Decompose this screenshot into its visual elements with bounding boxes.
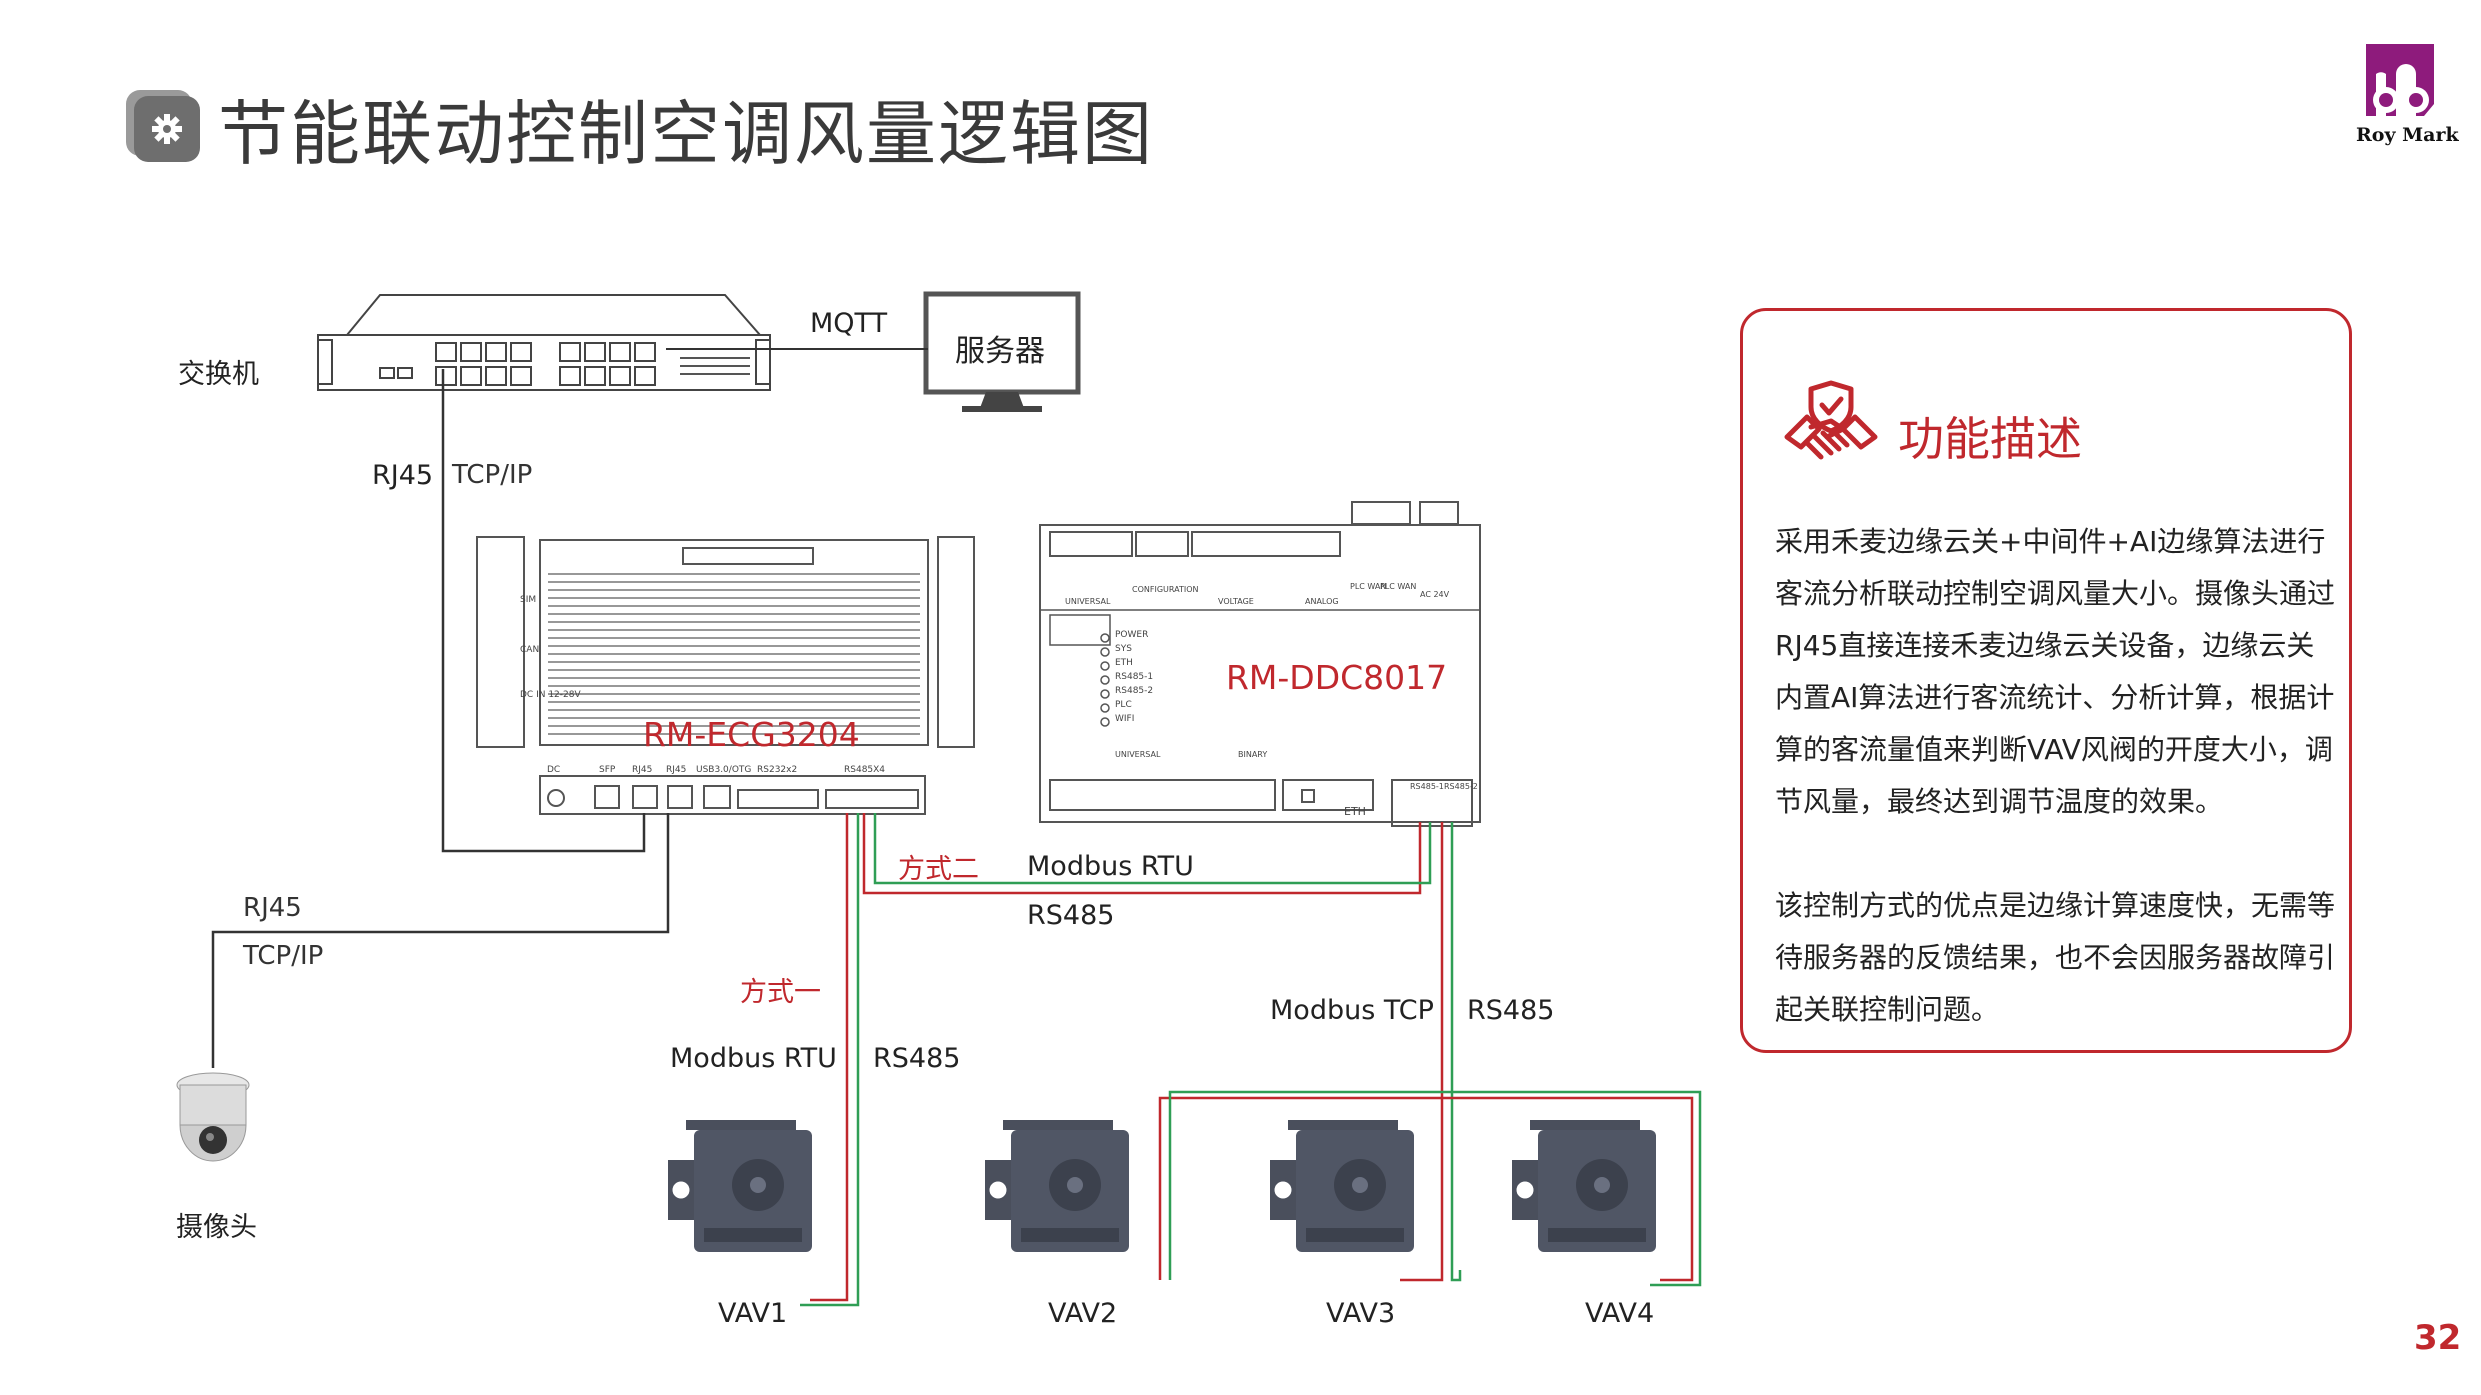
page-number: 32: [2414, 1318, 2462, 1358]
rj45-left-label: RJ45: [243, 893, 302, 923]
tcpip-left-label: TCP/IP: [243, 941, 324, 971]
ddc-section-label: ANALOG: [1305, 597, 1339, 606]
mode-two-label: 方式二: [898, 854, 979, 885]
ddc-port-label: RS485-2: [1444, 782, 1478, 791]
panel-paragraph: 采用禾麦边缘云关+中间件+AI边缘算法进行客流分析联动控制空调风量大小。摄像头通…: [1775, 525, 2336, 818]
rs485-right-label: RS485: [1467, 995, 1555, 1026]
panel-body: 采用禾麦边缘云关+中间件+AI边缘算法进行客流分析联动控制空调风量大小。摄像头通…: [1775, 516, 2335, 1088]
modbus-rtu-left-label: Modbus RTU: [670, 1043, 837, 1074]
modbus-tcp-label: Modbus TCP: [1270, 995, 1434, 1026]
ddc-section-label: UNIVERSAL: [1065, 597, 1111, 606]
roymark-logo: [2360, 40, 2440, 120]
switch-label: 交换机: [178, 359, 259, 390]
ddc-port-label: RS485-1: [1410, 782, 1444, 791]
gateway-port-label: RJ45: [632, 765, 653, 775]
gateway-port-label: RJ45: [666, 765, 687, 775]
gateway-name: RM-ECG3204: [643, 715, 860, 754]
vav-actuator-icon: [668, 1120, 812, 1252]
panel-title: 功能描述: [1898, 412, 2082, 466]
ddc-name: RM-DDC8017: [1226, 658, 1448, 697]
ddc-section-label: CONFIGURATION: [1132, 585, 1199, 594]
ddc-led-label: PLC: [1115, 700, 1132, 710]
ddc-section-label: VOLTAGE: [1218, 597, 1254, 606]
gateway-side-label: SIM: [520, 595, 537, 605]
vav-actuator-icon: [985, 1120, 1129, 1252]
ddc-port-label: ETH: [1344, 805, 1366, 818]
ddc-led-label: WIFI: [1115, 714, 1135, 724]
gateway-port-label: DC: [547, 765, 561, 775]
gateway-side-label: DC IN 12-28V: [520, 690, 581, 700]
function-description-panel: 功能描述 采用禾麦边缘云关+中间件+AI边缘算法进行客流分析联动控制空调风量大小…: [1740, 308, 2352, 1053]
mqtt-label: MQTT: [810, 308, 888, 339]
ddc-section-label: PLC WAN: [1380, 582, 1417, 591]
rs485-mid-label: RS485: [1027, 900, 1115, 931]
mode-one-label: 方式一: [740, 977, 821, 1008]
rs485-left-label: RS485: [873, 1043, 961, 1074]
panel-paragraph: 该控制方式的优点是边缘计算速度快，无需等待服务器的反馈结果，也不会因服务器故障引…: [1775, 889, 2336, 1026]
camera-label: 摄像头: [176, 1212, 257, 1243]
ddc-section-label: BINARY: [1238, 750, 1268, 759]
network-switch-icon: [317, 294, 771, 391]
ddc-led-label: SYS: [1115, 644, 1132, 654]
tcpip-top-label: TCP/IP: [452, 460, 533, 490]
vav-label: VAV1: [718, 1298, 788, 1329]
rj45-top-label: RJ45: [372, 460, 434, 491]
handshake-shield-icon: [1781, 377, 1881, 477]
vav-actuator-icon: [1270, 1120, 1414, 1252]
gateway-port-label: RS232x2: [757, 765, 798, 775]
vav-actuator-icon: [1512, 1120, 1656, 1252]
modbus-rtu-mid-label: Modbus RTU: [1027, 851, 1194, 882]
ddc-led-label: POWER: [1115, 630, 1149, 640]
gateway-port-label: RS485X4: [844, 765, 886, 775]
ddc-section-label: PLC WAN: [1350, 582, 1387, 591]
ddc-section-label: UNIVERSAL: [1115, 750, 1161, 759]
ddc-led-label: RS485-2: [1115, 686, 1154, 696]
ddc-led-label: RS485-1: [1115, 672, 1154, 682]
title-icon: [124, 88, 202, 162]
server-monitor-icon: [923, 291, 1081, 412]
logo-text: Roy Mark: [2356, 124, 2459, 146]
server-label: 服务器: [955, 334, 1045, 369]
gateway-device-icon: [476, 536, 975, 815]
vav-label: VAV2: [1048, 1298, 1118, 1329]
ddc-section-label: AC 24V: [1420, 590, 1450, 599]
vav-label: VAV3: [1326, 1298, 1396, 1329]
camera-icon: [176, 1072, 250, 1162]
gateway-port-label: SFP: [599, 765, 616, 775]
ddc-led-label: ETH: [1115, 658, 1133, 668]
page-title: 节能联动控制空调风量逻辑图: [218, 93, 1154, 175]
vav-label: VAV4: [1585, 1298, 1655, 1329]
gateway-side-label: CAN: [520, 645, 540, 655]
ddc-controller-icon: [1039, 501, 1481, 827]
gateway-port-label: USB3.0/OTG: [696, 765, 752, 775]
